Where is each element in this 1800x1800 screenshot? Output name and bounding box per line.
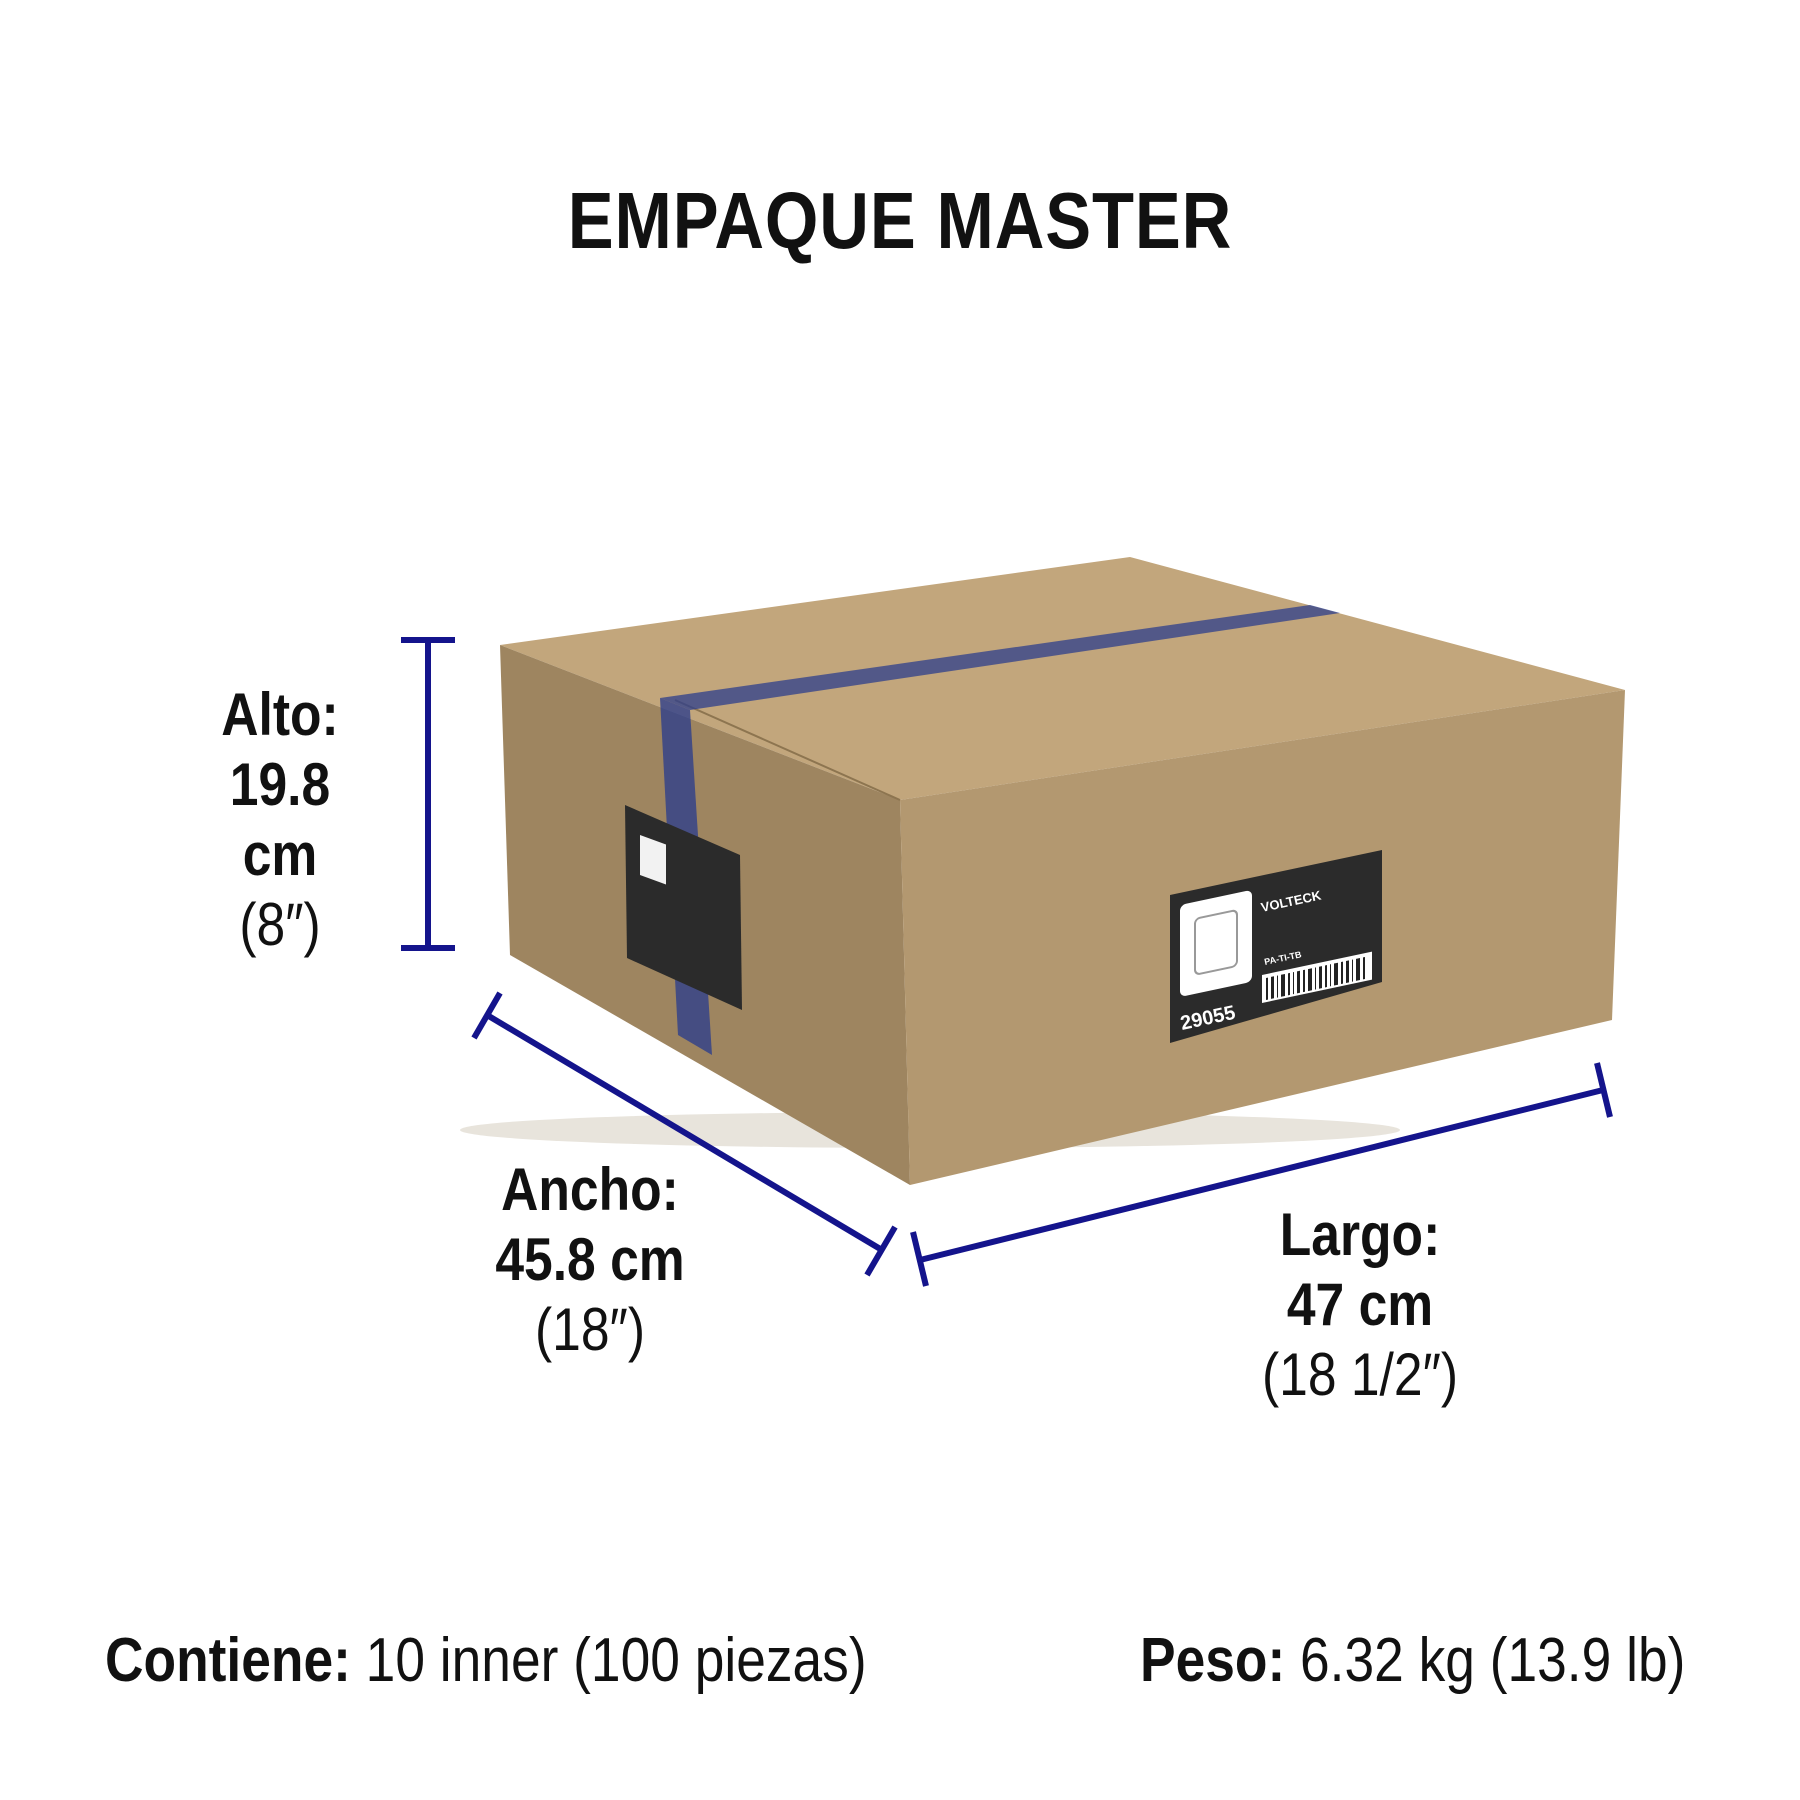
contents-label: Contiene: — [105, 1626, 351, 1695]
contents-info: Contiene: 10 inner (100 piezas) — [105, 1625, 867, 1696]
alto-label: Alto: — [221, 681, 339, 748]
largo-imperial: (18 1/2″) — [1261, 1341, 1459, 1408]
ancho-measure-line — [471, 991, 898, 1277]
ancho-metric: 45.8 cm — [495, 1226, 685, 1293]
weight-label: Peso: — [1140, 1626, 1286, 1695]
weight-value: 6.32 kg (13.9 lb) — [1300, 1626, 1686, 1695]
largo-measure-line — [910, 1062, 1613, 1287]
page-title: EMPAQUE MASTER — [567, 176, 1233, 265]
front-product-label: VOLTECK 29055 PA-TI-TB — [1170, 850, 1382, 1043]
packing-tape-top — [660, 605, 1340, 710]
largo-label: Largo: — [1279, 1201, 1441, 1268]
alto-measure-line — [401, 637, 455, 951]
alto-imperial: (8″) — [239, 891, 321, 958]
largo-metric: 47 cm — [1286, 1271, 1434, 1338]
alto-metric: 19.8 cm — [229, 751, 331, 888]
ancho-imperial: (18″) — [534, 1296, 646, 1363]
weight-info: Peso: 6.32 kg (13.9 lb) — [1140, 1625, 1685, 1696]
largo-dimension: Largo: 47 cm (18 1/2″) — [1235, 1200, 1484, 1410]
contents-value: 10 inner (100 piezas) — [365, 1626, 867, 1695]
box-top-face — [500, 557, 1625, 800]
ancho-dimension: Ancho: 45.8 cm (18″) — [474, 1155, 706, 1365]
box-flap-seam — [674, 699, 901, 801]
alto-dimension: Alto: 19.8 cm (8″) — [185, 680, 374, 960]
side-product-label — [625, 805, 742, 1010]
ancho-label: Ancho: — [501, 1156, 679, 1223]
